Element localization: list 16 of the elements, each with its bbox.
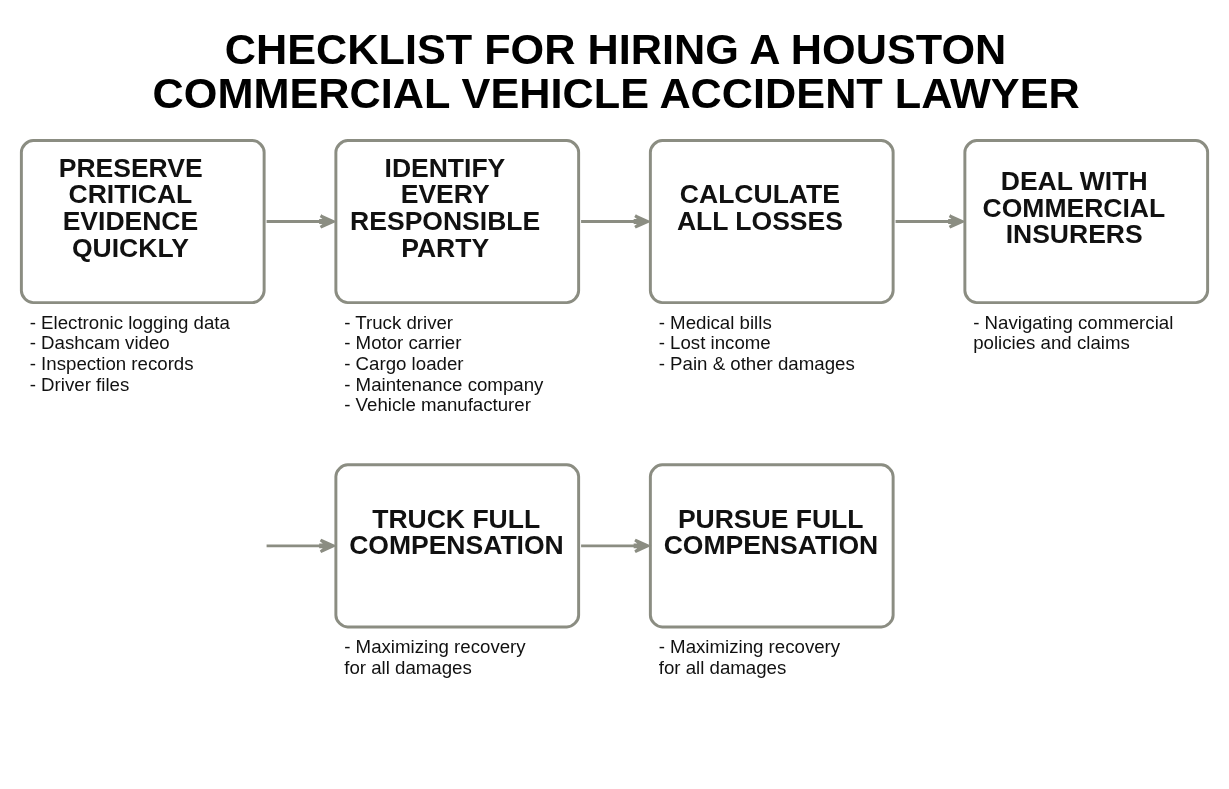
node-label: - Lost income <box>658 332 771 354</box>
node-label: - Dashcam video <box>29 332 170 354</box>
node-label: - Pain & other damages <box>658 353 855 375</box>
node-label: - Maintenance company <box>344 373 544 395</box>
node-label: - Inspection records <box>29 353 194 375</box>
node-label: - Navigating commercial policies and claims <box>973 311 1174 354</box>
node-label: - Vehicle manufacturer <box>344 394 531 416</box>
node-label: - Maximizing recovery for all damages <box>344 636 526 678</box>
node-label: - Cargo loader <box>344 353 464 375</box>
node-label: - Driver files <box>29 373 130 395</box>
node-label: - Maximizing recovery for all damages <box>658 636 841 678</box>
node-label: - Electronic logging data <box>29 311 230 333</box>
node-label: - Motor carrier <box>344 332 462 354</box>
node-label: - Truck driver <box>344 311 454 333</box>
node-label: - Medical bills <box>658 311 772 333</box>
diagram-title: CHECKLIST FOR HIRING A HOUSTON COMMERCIAL VEHICLE ACCIDENT LAWYER <box>152 25 1080 117</box>
